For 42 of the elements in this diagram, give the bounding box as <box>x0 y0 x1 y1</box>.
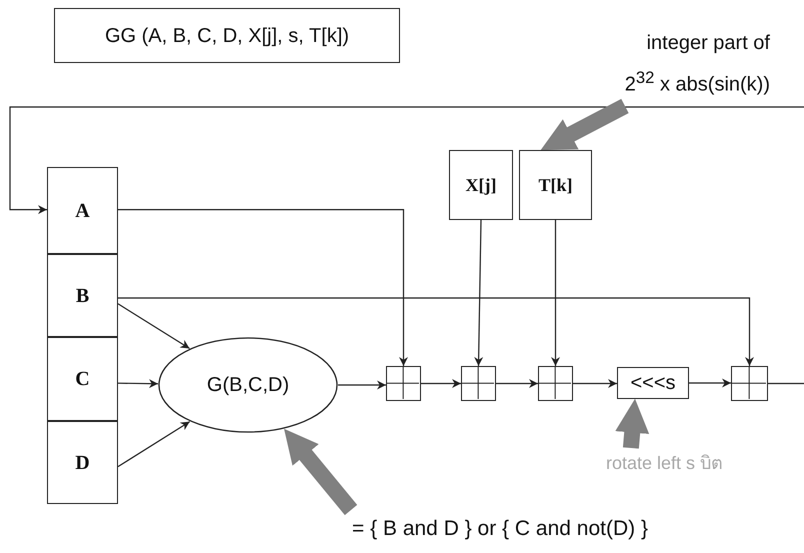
pointer-arrow <box>615 398 650 449</box>
register-box <box>47 421 118 504</box>
connector-arrow <box>118 209 408 366</box>
annotation-text: = { B and D } or { C and not(D) } <box>352 516 648 542</box>
register-box <box>47 337 118 421</box>
label-text: A <box>75 198 90 224</box>
label-text: G(B,C,D) <box>206 373 290 398</box>
connector-arrow <box>551 220 560 366</box>
connector-arrow <box>421 379 461 388</box>
pointer-arrow <box>540 98 629 150</box>
connector-arrow <box>118 297 754 366</box>
connector-arrow <box>573 379 617 388</box>
label-text: B <box>76 284 90 308</box>
annotation-text: integer part of <box>646 31 770 56</box>
input-box <box>519 150 592 220</box>
label-text: <<<s <box>630 371 676 396</box>
rotate-operation-box <box>617 367 689 399</box>
connector-arrow <box>118 379 158 388</box>
register-box <box>47 167 118 254</box>
annotation-text: 2$^{32}$ x abs(sin(k)) <box>624 67 770 98</box>
connector-arrow <box>338 380 386 390</box>
annotation-text: rotate left s บิต <box>606 452 724 475</box>
adder-symbol <box>461 366 496 401</box>
label-text: T[k] <box>538 174 572 197</box>
pointer-arrow <box>284 428 358 516</box>
label-text: GG (A, B, C, D, X[j], s, T[k]) <box>104 24 350 48</box>
connector-arrow <box>118 303 190 349</box>
connector-arrow <box>9 106 804 214</box>
label-text: D <box>75 450 90 476</box>
connector-arrow <box>496 379 538 388</box>
adder-symbol <box>731 366 768 401</box>
connector-arrow <box>118 421 190 468</box>
function-ellipse <box>158 337 338 433</box>
input-box <box>449 150 513 220</box>
adder-symbol <box>538 366 573 401</box>
label-text: X[j] <box>466 174 496 197</box>
label-text: C <box>75 367 90 392</box>
connector-arrow <box>474 220 484 366</box>
adder-symbol <box>386 366 421 401</box>
connector-arrow <box>689 378 731 388</box>
function-signature-box <box>54 8 400 63</box>
register-box <box>47 254 118 337</box>
